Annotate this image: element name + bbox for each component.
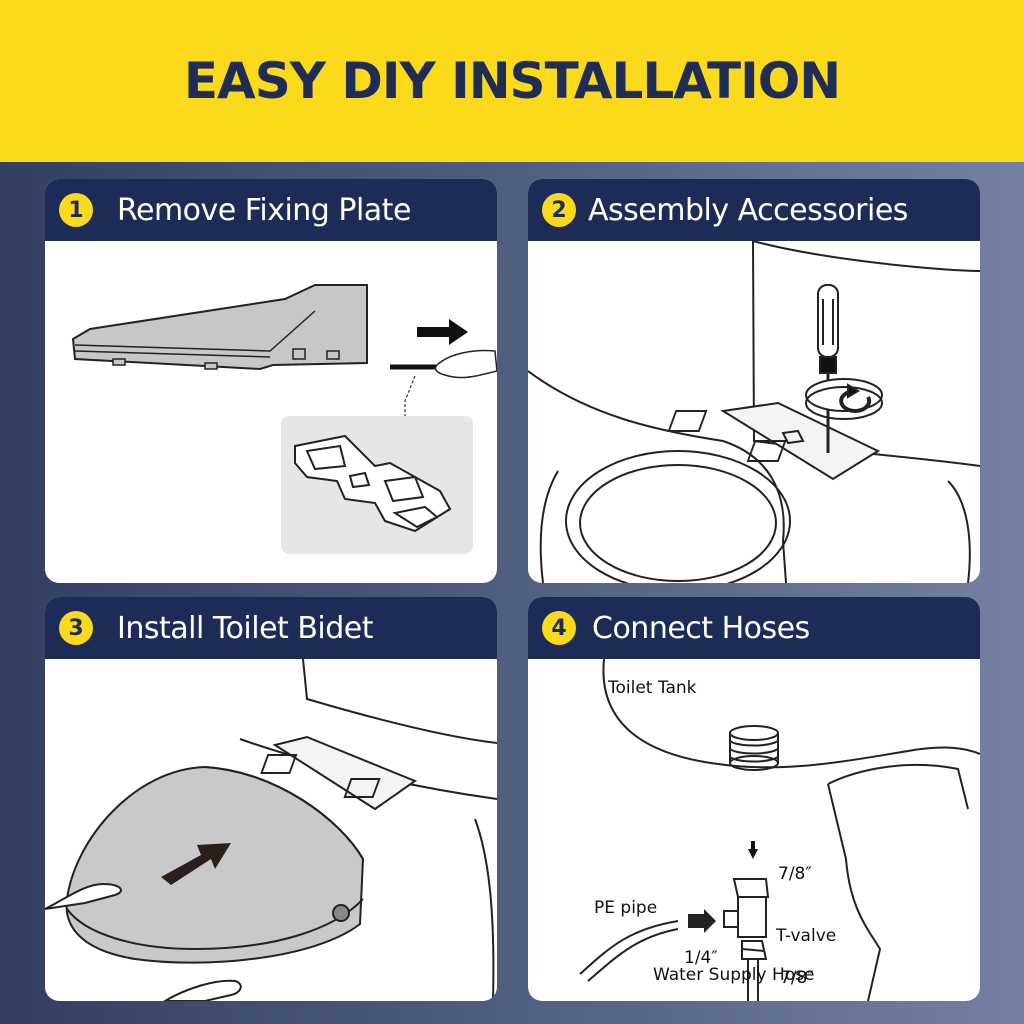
step-title: Connect Hoses — [592, 610, 810, 646]
threaded-fitting-icon — [729, 725, 779, 771]
screwdriver-icon — [817, 284, 839, 453]
toilet-tank-outline — [302, 659, 497, 744]
step-card-1: 1 Remove Fixing Plate — [45, 179, 497, 583]
mounting-plate-icon — [272, 735, 418, 811]
remove-fixing-plate-illustration — [71, 284, 497, 554]
toilet-tank-outline — [602, 659, 909, 769]
step-number-badge: 1 — [59, 193, 93, 227]
toilet-bowl-outline — [528, 370, 787, 583]
step-title: Assembly Accessories — [588, 192, 908, 228]
header-banner: EASY DIY INSTALLATION — [0, 0, 1024, 162]
label-water-supply-hose: Water Supply Hose — [653, 965, 815, 985]
step-header: 4 Connect Hoses — [528, 597, 980, 659]
step-number-badge: 2 — [542, 193, 576, 227]
assembly-accessories-illustration — [528, 241, 980, 583]
install-toilet-bidet-illustration — [45, 659, 497, 1001]
step-header: 2 Assembly Accessories — [528, 179, 980, 241]
fixing-plate-icon — [294, 434, 452, 533]
label-top-size: 7/8″ — [778, 864, 812, 884]
arrow-down-icon — [748, 849, 758, 859]
hand-left-icon — [45, 882, 122, 910]
rotate-arrow-icon — [839, 389, 872, 413]
step-number-badge: 4 — [542, 611, 576, 645]
label-pe-pipe: PE pipe — [594, 898, 657, 918]
connect-hoses-diagram: Toilet Tank 7/8″ PE pipe T-valve 1/4″ 7/… — [579, 659, 980, 1001]
step-card-2: 2 Assembly Accessories — [528, 179, 980, 583]
page-title: EASY DIY INSTALLATION — [183, 52, 841, 110]
step-card-4: 4 Connect Hoses — [528, 597, 980, 1001]
seat-opening-icon — [565, 450, 791, 583]
arrow-right-icon — [688, 909, 716, 933]
step-header: 3 Install Toilet Bidet — [45, 597, 497, 659]
bidet-seat-side-icon — [71, 284, 368, 371]
arrow-push-icon — [161, 843, 231, 885]
label-pipe-size: 1/4″ — [684, 948, 718, 968]
hand-icon — [434, 349, 497, 379]
step-card-3: 3 Install Toilet Bidet — [45, 597, 497, 1001]
label-bottom-size: 7/8″ — [780, 968, 814, 988]
arrow-right-icon — [417, 319, 468, 345]
hand-right-icon — [163, 979, 242, 1001]
step-number-badge: 3 — [59, 611, 93, 645]
t-valve-icon — [723, 878, 770, 1001]
label-t-valve: T-valve — [775, 926, 836, 946]
step-title: Remove Fixing Plate — [117, 192, 411, 228]
step-header: 1 Remove Fixing Plate — [45, 179, 497, 241]
label-toilet-tank: Toilet Tank — [607, 678, 697, 698]
step-title: Install Toilet Bidet — [117, 610, 374, 646]
